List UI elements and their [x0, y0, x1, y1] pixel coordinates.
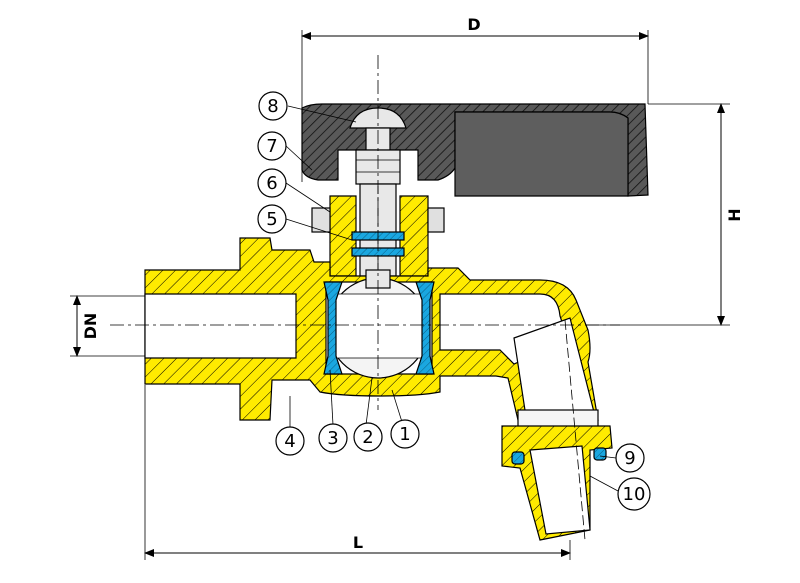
center-lines — [110, 55, 620, 410]
dimension-dn-label: DN — [81, 313, 100, 340]
part-bubble-6: 6 — [257, 168, 287, 198]
svg-text:4: 4 — [284, 431, 295, 452]
svg-text:9: 9 — [624, 448, 635, 469]
svg-text:3: 3 — [327, 428, 338, 449]
stem-housing — [311, 195, 445, 277]
outlet-spout — [501, 317, 613, 541]
part-bubble-2: 2 — [353, 422, 383, 452]
dimension-l: L — [144, 385, 571, 560]
part-bubble-7: 7 — [257, 131, 287, 161]
dimension-d-label: D — [467, 15, 480, 34]
part-bubble-1: 1 — [390, 419, 420, 449]
handle-lever — [301, 103, 649, 197]
svg-text:2: 2 — [362, 427, 373, 448]
dimension-h-label: H — [725, 208, 744, 221]
part-bubble-8: 8 — [258, 91, 288, 121]
part-bubble-5: 5 — [257, 204, 287, 234]
svg-text:7: 7 — [266, 136, 277, 157]
part-bubble-9: 9 — [615, 443, 645, 473]
dimension-h: H — [560, 103, 744, 326]
ball-seats — [323, 281, 435, 375]
part-bubble-10: 10 — [617, 477, 651, 511]
part-bubble-4: 4 — [275, 426, 305, 456]
dimension-l-label: L — [353, 533, 363, 552]
svg-text:6: 6 — [266, 173, 277, 194]
dimension-dn: DN — [70, 295, 148, 357]
leader-lines — [285, 105, 619, 492]
svg-text:1: 1 — [399, 424, 410, 445]
svg-text:10: 10 — [623, 484, 646, 505]
svg-text:5: 5 — [266, 209, 277, 230]
part-bubble-3: 3 — [318, 423, 348, 453]
svg-text:8: 8 — [267, 96, 278, 117]
